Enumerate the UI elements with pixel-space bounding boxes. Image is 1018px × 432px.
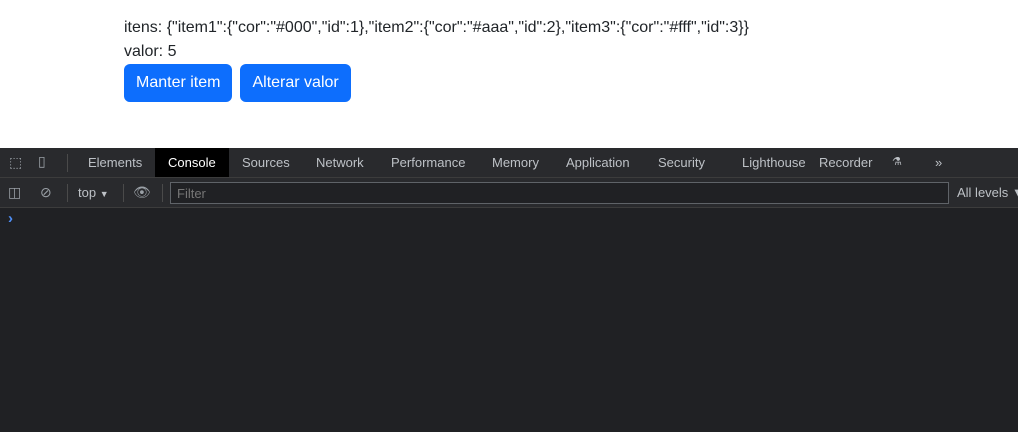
console-toolbar: ◫ ⊘ top ▼ 👁 All levels ▼ [0,178,1018,208]
more-tabs-button[interactable]: » [935,155,943,170]
tab-application[interactable]: Application [566,155,630,170]
tab-performance[interactable]: Performance [391,155,466,170]
tab-lighthouse[interactable]: Lighthouse [742,155,806,170]
tab-sources[interactable]: Sources [242,155,290,170]
tab-memory[interactable]: Memory [492,155,539,170]
page-content: itens: {"item1":{"cor":"#000","id":1},"i… [124,16,749,102]
manter-item-button[interactable]: Manter item [124,64,233,102]
tab-network[interactable]: Network [316,155,364,170]
sidebar-toggle-icon[interactable]: ◫ [8,184,22,200]
tab-console[interactable]: Console [155,148,229,177]
divider [162,184,163,202]
valor-text: valor: 5 [124,43,177,60]
devtools-tabbar: ⬚ ▯ Elements Console Sources Network Per… [0,148,1018,178]
devtools-panel: ⬚ ▯ Elements Console Sources Network Per… [0,148,1018,432]
console-prompt-icon[interactable]: › [8,210,13,227]
flask-icon: ⚗ [892,156,902,168]
alterar-valor-button[interactable]: Alterar valor [240,64,351,102]
context-select[interactable]: top ▼ [78,185,109,200]
levels-label: All levels [957,185,1009,200]
log-levels-select[interactable]: All levels ▼ [957,185,1018,200]
divider [67,184,68,202]
divider [67,154,68,172]
clear-console-icon[interactable]: ⊘ [40,184,52,200]
divider [123,184,124,202]
inspect-element-icon[interactable]: ⬚ [9,154,23,170]
caret-down-icon: ▼ [99,189,109,199]
filter-input[interactable] [170,182,949,204]
tab-security[interactable]: Security [658,155,705,170]
context-label: top [78,185,97,200]
itens-text: itens: {"item1":{"cor":"#000","id":1},"i… [124,19,749,36]
tab-elements[interactable]: Elements [88,155,143,170]
device-toolbar-icon[interactable]: ▯ [38,153,46,169]
tab-recorder[interactable]: Recorder [819,155,873,170]
eye-icon[interactable]: 👁 [133,184,151,200]
